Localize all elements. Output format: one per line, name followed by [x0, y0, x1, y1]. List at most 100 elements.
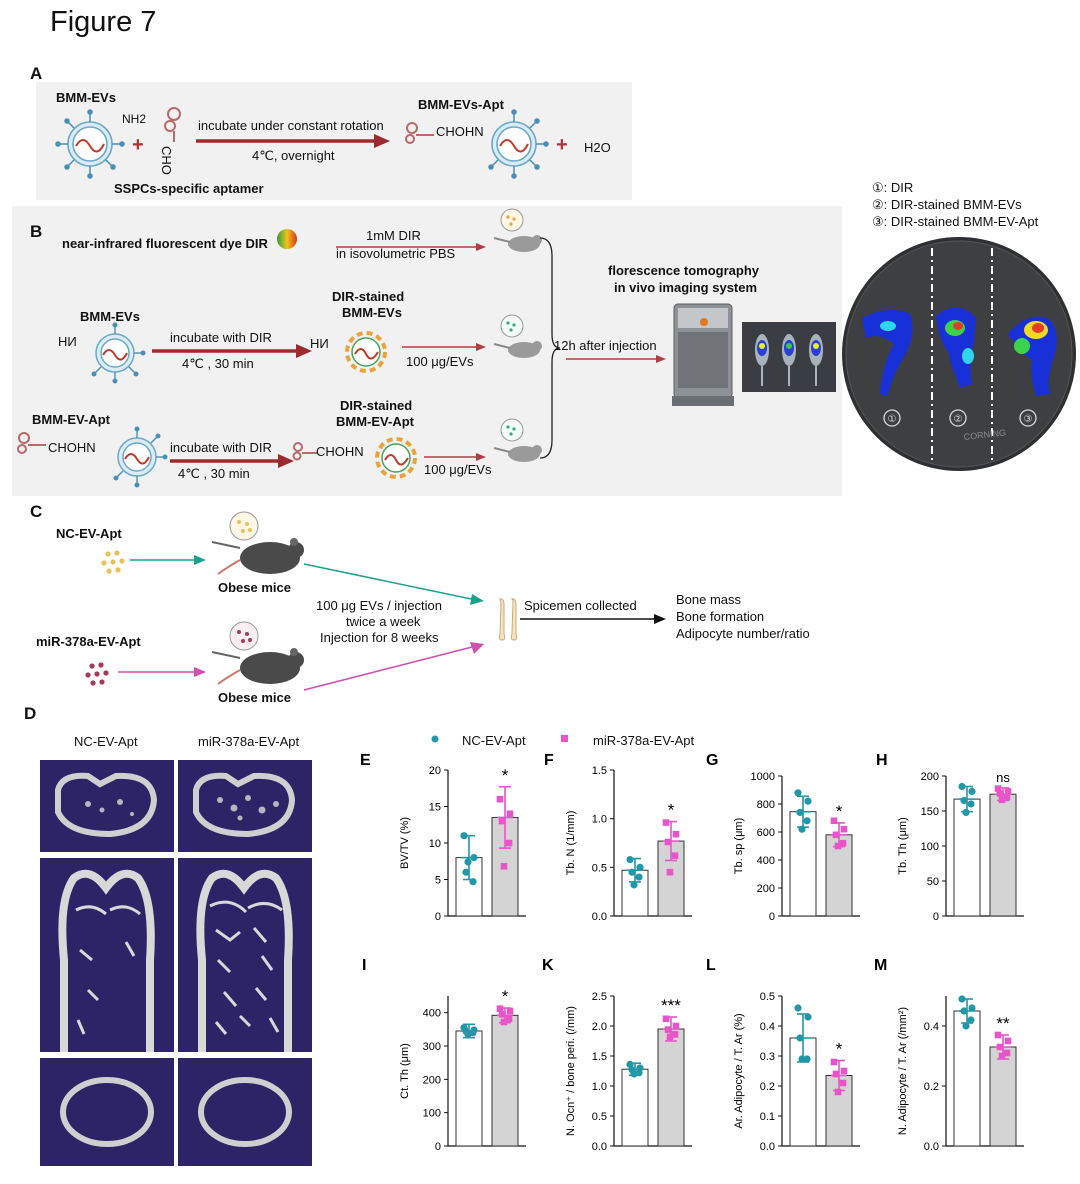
data-point: [671, 852, 679, 859]
data-point: [803, 817, 811, 825]
y-tick-label: 0.4: [760, 1021, 775, 1033]
aptamer-icon: [405, 122, 434, 144]
bone-signal-1: [862, 309, 913, 396]
chohn-b-label: CHOHN: [48, 440, 96, 455]
dots-cluster-icon: [101, 550, 125, 574]
arrow-icon: [566, 355, 666, 363]
dir-step-line1: 1mM DIR: [366, 228, 421, 243]
data-point: [1004, 1037, 1012, 1045]
arrow-icon: [520, 614, 666, 624]
mouse-injection-icon: [493, 208, 542, 252]
plus-sign-2: +: [556, 134, 568, 156]
panel-letter-h: H: [876, 752, 888, 769]
y-axis-label: N. Ocn⁺ / bone peri. (/mm): [565, 1006, 577, 1136]
legend-mir-label: miR-378a-EV-Apt: [593, 733, 695, 748]
stained-ev-icon: [375, 437, 417, 479]
panel-c-letter: C: [30, 502, 43, 521]
data-point: [958, 782, 966, 791]
data-point: [994, 1031, 1002, 1039]
data-point: [464, 858, 472, 866]
dir-step-line2: in isovolumetric PBS: [336, 246, 456, 261]
panel-b-letter: B: [30, 222, 43, 241]
ev-vesicle-icon: [488, 109, 549, 179]
data-point: [967, 800, 975, 808]
data-point: [960, 1007, 968, 1015]
mouse-injection-icon: [493, 418, 542, 462]
tomo-line1: florescence tomography: [608, 263, 759, 278]
significance-label: *: [502, 987, 509, 1006]
outcome-3: Adipocyte number/ratio: [676, 626, 810, 641]
legend-nc-marker: [431, 735, 439, 743]
plate-num-3: ③: [1024, 414, 1033, 425]
data-point: [462, 868, 470, 876]
col-mir-label: miR-378a-EV-Apt: [198, 734, 300, 749]
data-point: [960, 796, 968, 805]
data-point: [666, 1033, 674, 1041]
legend-b-2: ②: DIR-stained BMM-EVs: [872, 197, 1022, 212]
y-axis-label: Tb. sp (μm): [733, 818, 745, 874]
plus-sign: +: [132, 134, 144, 156]
data-point: [630, 1070, 638, 1078]
bone-signal-2: [936, 307, 976, 388]
y-tick-label: 0.1: [760, 1111, 775, 1123]
chart-m: M0.00.20.4N. Adipocyte / T. Ar (/mm²)**: [874, 957, 1024, 1153]
data-point: [998, 1052, 1006, 1060]
data-point: [962, 808, 970, 817]
data-point: [958, 995, 966, 1003]
aptamer-icon: [164, 107, 181, 142]
obese-mice-1-label: Obese mice: [218, 580, 291, 595]
bar-nc: [953, 798, 981, 917]
bmm-ev-apt-label: BMM-EV-Apt: [32, 412, 110, 427]
y-tick-label: 15: [429, 802, 441, 814]
data-point: [628, 868, 636, 876]
y-tick-label: 400: [423, 1008, 441, 1020]
protocol-line3: Injection for 8 weeks: [320, 630, 439, 645]
data-point: [505, 1015, 513, 1022]
data-point: [672, 830, 680, 838]
obese-mouse-icon: [211, 621, 304, 685]
arrow-icon: [336, 243, 486, 251]
h2o-label: H2O: [584, 140, 611, 155]
chart-k: K0.00.51.01.52.02.5N. Ocn⁺ / bone peri. …: [542, 957, 692, 1153]
significance-label: ns: [996, 770, 1010, 785]
stained-1-line1: DIR-stained: [332, 289, 405, 304]
data-point: [498, 1011, 506, 1018]
data-point: [500, 863, 508, 870]
y-axis-label: N. Adipocyte / T. Ar (/mm²): [897, 1007, 909, 1135]
dose-1-label: 100 μg/EVs: [406, 354, 474, 369]
panel-letter-f: F: [544, 752, 554, 769]
y-tick-label: 400: [757, 855, 775, 867]
y-axis-label: Tb. Th (μm): [897, 817, 909, 874]
y-tick-label: 200: [757, 883, 775, 895]
data-point: [834, 1088, 842, 1096]
plate-brand-text: CORNING: [963, 428, 1006, 442]
data-point: [996, 790, 1004, 797]
data-point: [794, 1004, 802, 1012]
legend-nc-label: NC-EV-Apt: [462, 733, 526, 748]
data-point: [635, 873, 643, 881]
plate-num-2: ②: [954, 414, 963, 425]
y-tick-label: 200: [423, 1074, 441, 1086]
arrow-icon: [196, 134, 390, 148]
ev-vesicle-icon: [113, 426, 168, 488]
y-tick-label: 0: [435, 1141, 441, 1153]
data-point: [794, 789, 802, 797]
significance-label: **: [996, 1014, 1010, 1033]
data-point: [1004, 788, 1012, 795]
data-point: [840, 1067, 848, 1075]
significance-label: *: [502, 766, 509, 785]
data-point: [996, 1043, 1004, 1051]
y-tick-label: 150: [921, 806, 939, 818]
panel-letter-l: L: [706, 957, 716, 974]
bar-nc: [455, 1030, 483, 1147]
y-tick-label: 0.2: [924, 1081, 939, 1093]
dye-circle-icon: [277, 229, 297, 249]
data-point: [666, 868, 674, 876]
data-point: [832, 1070, 840, 1078]
y-axis-label: BV/TV (%): [399, 817, 411, 869]
data-point: [636, 863, 644, 871]
chart-f: F0.00.51.01.5Tb. N (1/mm)*: [544, 752, 692, 923]
